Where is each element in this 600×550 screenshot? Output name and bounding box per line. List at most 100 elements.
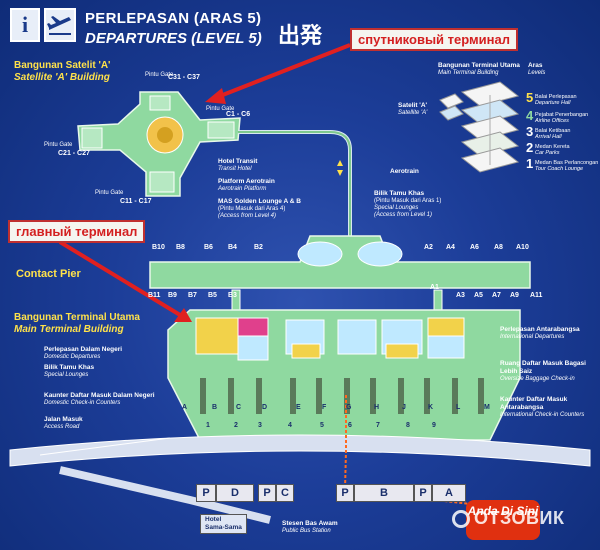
door-number: 7	[376, 422, 380, 429]
parking-box: D	[216, 484, 254, 502]
satellite-title: Bangunan Satelit 'A' Satellite 'A' Build…	[14, 60, 111, 83]
aerotrain-label: Aerotrain	[390, 168, 419, 175]
door-number: 5	[320, 422, 324, 429]
level-3-number: 3	[526, 124, 534, 139]
pier-gate: B4	[228, 244, 237, 251]
title-malay: PERLEPASAN (ARAS 5)	[85, 10, 262, 27]
pier-gate: B3	[228, 292, 237, 299]
parking-box: P	[258, 484, 276, 502]
pier-gate: B6	[204, 244, 213, 251]
pier-gate: A8	[494, 244, 503, 251]
you-are-here-marker: Anda Di Sini	[466, 500, 540, 540]
pier-gate: A9	[510, 292, 519, 299]
counter-letter: E	[296, 404, 301, 411]
gate-label-left: Pintu Gate	[44, 142, 73, 148]
counter-letter: A	[182, 404, 188, 411]
door-number: 9	[432, 422, 436, 429]
legend-satellite: Satelit 'A'Satellite 'A'	[398, 102, 428, 116]
counter-letter: K	[428, 404, 434, 411]
satellite-callout-arrow	[214, 43, 351, 100]
door-number: 6	[348, 422, 352, 429]
contact-pier-label: Contact Pier	[16, 268, 81, 280]
mas-lounge-label: MAS Golden Lounge A & B(Pintu Masuk dari…	[218, 198, 301, 219]
level-4-number: 4	[526, 108, 534, 123]
counter-letter: B	[212, 404, 218, 411]
door-number: 2	[234, 422, 238, 429]
door-number: 3	[258, 422, 262, 429]
satellite-terminal-callout: спутниковый терминал	[350, 28, 518, 51]
pier-gate: A6	[470, 244, 479, 251]
aerotrain-arrows	[337, 160, 343, 176]
gate-label-right: Pintu Gate	[206, 106, 235, 112]
level-stack-diagram	[439, 81, 520, 173]
gate-label-bottom: Pintu Gate	[95, 190, 124, 196]
pier-gate: A3	[456, 292, 465, 299]
main-terminal-shape	[167, 309, 521, 441]
counter-letter: J	[402, 404, 406, 411]
pier-gate: B11	[148, 292, 161, 299]
counter-letter: M	[484, 404, 490, 411]
access-road	[9, 434, 591, 467]
pier-gate: B2	[254, 244, 263, 251]
pier-gate: A11	[530, 292, 543, 299]
main-terminal-callout: главный терминал	[8, 220, 146, 243]
parking-box: C	[276, 484, 294, 502]
gates-c11-c17: C11 - C17	[120, 198, 152, 205]
pier-gate: A7	[492, 292, 501, 299]
watermark-text: ОТЗОВИК	[474, 508, 565, 528]
counter-letter: F	[322, 404, 327, 411]
counter-letter: D	[262, 404, 268, 411]
pier-gate: A5	[474, 292, 483, 299]
counter-letter: L	[456, 404, 461, 411]
level-2-number: 2	[526, 140, 534, 155]
gates-c1-c6: C1 - C6	[226, 111, 251, 118]
lower-road	[59, 466, 271, 524]
level-1-number: 1	[526, 156, 534, 171]
gate-label-top: Pintu Gate	[145, 72, 174, 78]
counter-letter: C	[236, 404, 242, 411]
watermark-logo-icon	[452, 510, 470, 528]
parking-box: P	[336, 484, 354, 502]
gates-c31-c37: C31 - C37	[168, 74, 200, 81]
main-callout-arrow	[58, 240, 187, 320]
info-icon: i	[10, 8, 40, 42]
pier-gate: A4	[446, 244, 455, 251]
level-5-number: 5	[526, 90, 534, 105]
gates-c21-c27: C21 - C27	[58, 150, 90, 157]
door-number: 1	[206, 422, 210, 429]
plane-glyph	[47, 16, 71, 35]
pier-gate: B8	[176, 244, 185, 251]
pier-gate: A10	[516, 244, 529, 251]
counter-letter: H	[374, 404, 380, 411]
door-number: 4	[288, 422, 292, 429]
pier-gate: B9	[168, 292, 177, 299]
special-lounge-sat-label: Bilik Tamu Khas(Pintu Masuk dari Aras 1)…	[374, 190, 442, 218]
parking-box: A	[432, 484, 466, 502]
pier-gate: B7	[188, 292, 197, 299]
pier-gate: A1	[430, 284, 439, 291]
parking-box: P	[414, 484, 432, 502]
title-english: DEPARTURES (LEVEL 5)	[85, 30, 262, 47]
title-japanese: 出発	[278, 23, 323, 48]
parking-box: B	[354, 484, 414, 502]
parking-box: P	[196, 484, 216, 502]
pier-gate: B5	[208, 292, 217, 299]
